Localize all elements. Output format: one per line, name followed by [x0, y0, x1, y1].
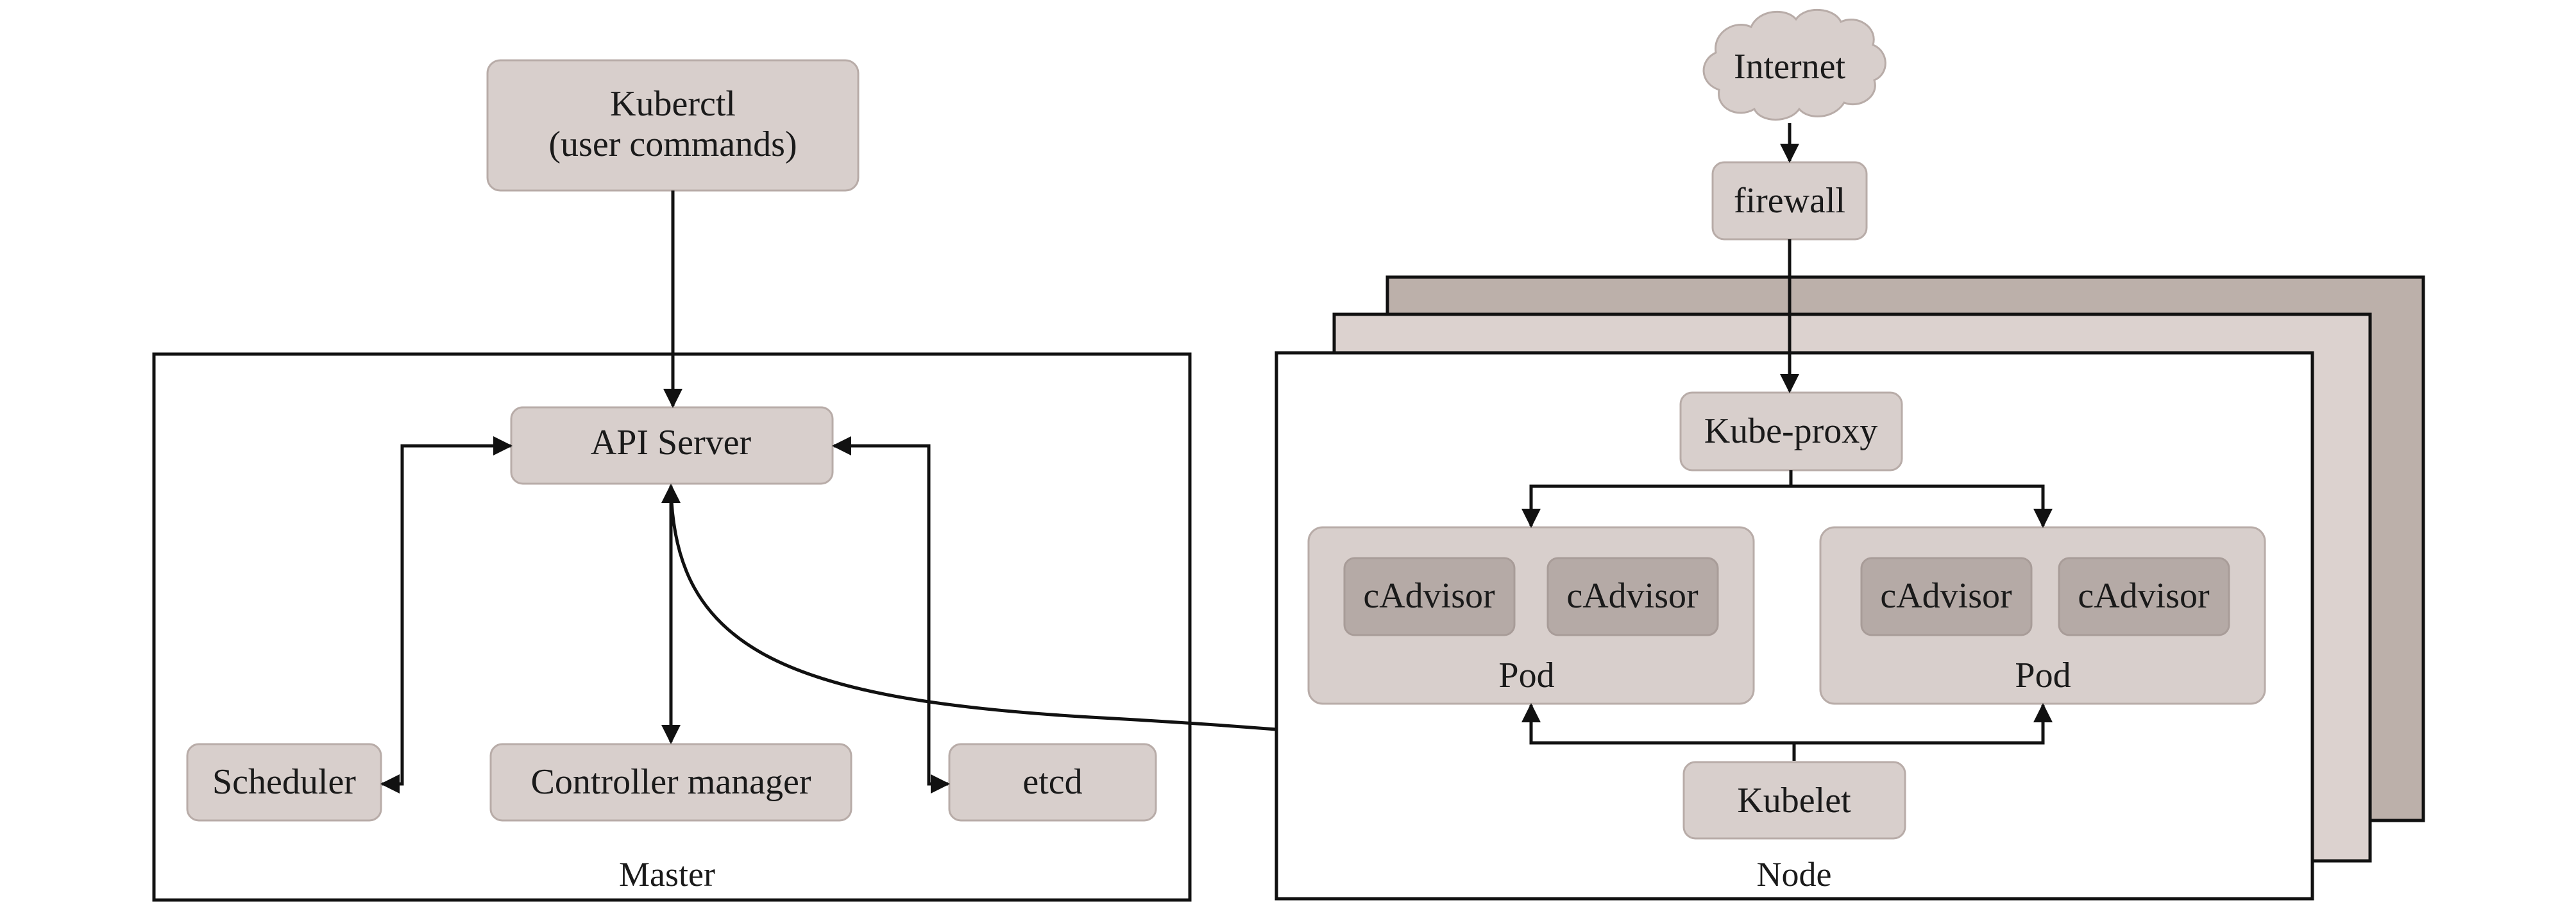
kube-proxy-label: Kube-proxy: [1704, 411, 1878, 451]
etcd-box[interactable]: etcd: [948, 743, 1157, 822]
cadvisor-label: cAdvisor: [1566, 576, 1699, 616]
cadvisor-box[interactable]: cAdvisor: [1860, 557, 2033, 636]
scheduler-box[interactable]: Scheduler: [186, 743, 382, 822]
kubelet-label: Kubelet: [1737, 781, 1851, 820]
kube-proxy-to-pod2-arrow: [1791, 484, 2053, 528]
cadvisor-label: cAdvisor: [1363, 576, 1495, 616]
cadvisor-box[interactable]: cAdvisor: [1343, 557, 1516, 636]
internet-cloud: Internet: [1702, 9, 1886, 121]
pod-label: Pod: [2015, 656, 2071, 695]
firewall-box[interactable]: firewall: [1711, 161, 1868, 241]
api-scheduler-arrow: [380, 436, 513, 794]
cadvisor-label: cAdvisor: [2078, 576, 2210, 616]
cadvisor-box[interactable]: cAdvisor: [2058, 557, 2230, 636]
kube-proxy-box[interactable]: Kube-proxy: [1679, 391, 1903, 471]
kubectl-box[interactable]: Kuberctl (user commands): [486, 59, 860, 192]
master-title: Master: [619, 855, 715, 894]
etcd-label: etcd: [1022, 762, 1082, 802]
api-etcd-arrow: [832, 436, 950, 794]
scheduler-label: Scheduler: [212, 762, 356, 802]
api-server-label: API Server: [591, 423, 752, 463]
kubelet-to-pod2-arrow: [1794, 703, 2053, 745]
pod-box-2[interactable]: cAdvisor cAdvisor Pod: [1819, 526, 2266, 705]
kube-proxy-to-pod1-arrow: [1521, 470, 1793, 528]
controller-manager-label: Controller manager: [531, 762, 811, 802]
kubectl-subtitle: (user commands): [548, 124, 797, 164]
node-title: Node: [1757, 855, 1832, 894]
firewall-label: firewall: [1734, 181, 1845, 221]
kubelet-to-pod1-arrow: [1521, 703, 1796, 761]
cadvisor-label: cAdvisor: [1880, 576, 2012, 616]
pod-label: Pod: [1498, 656, 1554, 695]
cadvisor-box[interactable]: cAdvisor: [1546, 557, 1719, 636]
kubectl-title: Kuberctl: [610, 84, 736, 124]
controller-manager-box[interactable]: Controller manager: [489, 743, 852, 822]
api-server-box[interactable]: API Server: [510, 406, 834, 485]
kubelet-box[interactable]: Kubelet: [1682, 761, 1906, 840]
pod-box-1[interactable]: cAdvisor cAdvisor Pod: [1307, 526, 1755, 705]
internet-label: Internet: [1734, 47, 1846, 87]
node-connectors: [1521, 123, 2053, 761]
